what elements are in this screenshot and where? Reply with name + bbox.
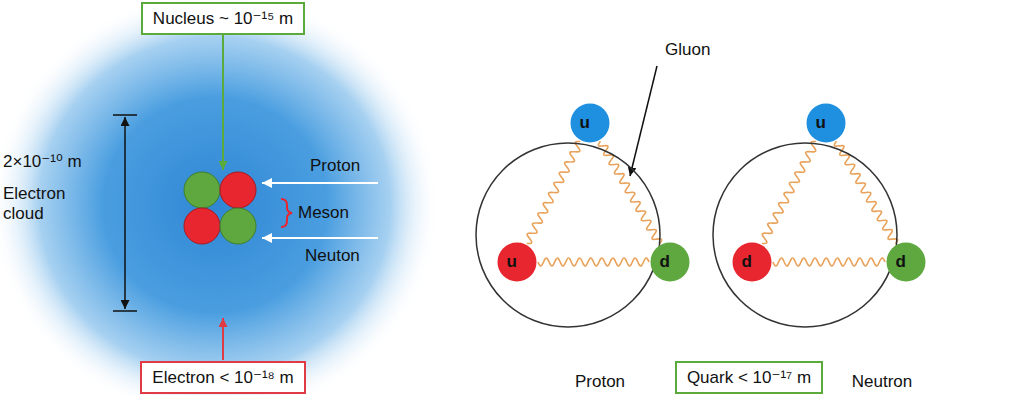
quark-circle: d [650,242,690,282]
nucleon [220,172,256,208]
quark-circle: u [570,103,610,143]
gluon-line [773,258,885,266]
dimension-cap [113,114,137,116]
quark-circle: u [497,242,537,282]
quark-disc [651,243,690,282]
quark-letter: d [896,252,906,272]
pointer-arrow [630,66,657,176]
pointer-arrow [262,182,378,184]
label-box: Electron < 10⁻¹⁸ m [140,361,305,394]
quark-letter: u [507,252,517,272]
quark-shape [570,103,610,143]
quark-disc [498,243,537,282]
annotation-label: Meson [298,203,349,223]
quark-shape [650,242,690,282]
quark-circle: d [886,242,926,282]
label-box: Quark < 10⁻¹⁷ m [675,361,823,394]
gluon-line [527,142,580,244]
pointer-arrow [262,237,378,239]
dimension-cap [113,310,137,312]
annotation-label: Electron cloud [3,184,91,225]
nucleon [220,208,256,244]
leader-line [222,35,224,170]
quark-letter: d [742,252,752,272]
size-label: Quark < 10⁻¹⁷ m [687,368,811,387]
annotation-label: Neuton [305,246,360,266]
gluon-line [538,258,649,266]
size-label: Nucleus ~ 10⁻¹⁵ m [153,9,293,28]
particle-ring [476,143,660,327]
label-box: Nucleus ~ 10⁻¹⁵ m [141,2,305,35]
gluon-line [598,141,661,244]
particle-name: Neutron [852,372,912,392]
size-label: Electron < 10⁻¹⁸ m [152,368,293,387]
gluon-line [834,141,897,244]
quark-shape [497,242,537,282]
electron-cloud [0,0,440,395]
dimension-arrow [124,117,126,309]
brace [281,199,292,227]
quark-disc [571,104,610,143]
gluon-line [762,141,816,243]
particle-circle: Protonuud [475,142,661,328]
quark-shape [732,242,772,282]
particle-name: Proton [575,372,625,392]
nucleon [184,172,220,208]
nucleon [184,208,220,244]
quark-circle: d [732,242,772,282]
particle-outline [475,142,661,328]
quark-disc [733,243,772,282]
particle-outline [712,142,898,328]
leader-line [222,318,224,360]
quark-disc [887,243,926,282]
quark-letter: d [660,252,670,272]
annotation-label: 2×10⁻¹⁰ m [3,152,82,172]
quark-disc [807,104,846,143]
annotation-label: Proton [310,156,360,176]
quark-shape [886,242,926,282]
quark-circle: u [806,103,846,143]
quark-letter: u [816,113,826,133]
particle-circle: Neutronudd [712,142,898,328]
quark-shape [806,103,846,143]
annotation-label: Gluon [665,40,710,60]
quark-letter: u [580,113,590,133]
particle-ring [713,143,897,327]
